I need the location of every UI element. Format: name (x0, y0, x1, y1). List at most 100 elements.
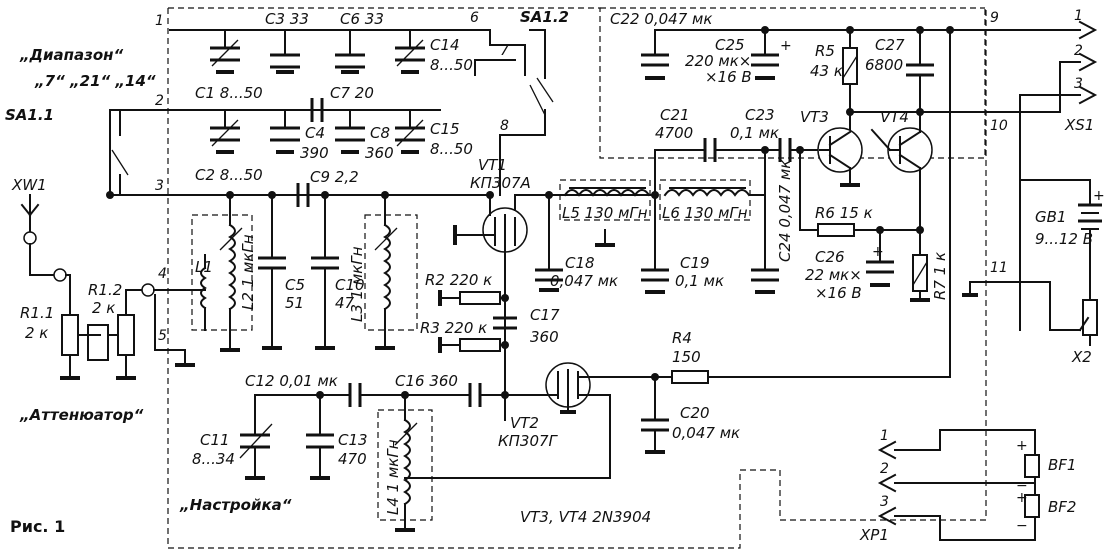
label-c3: C3 33 (265, 10, 309, 28)
label-c26b: 22 мк× (805, 266, 862, 284)
label-c25c: ×16 В (705, 68, 752, 86)
bf1-minus: − (1016, 478, 1028, 494)
label-c25b: 220 мк× (685, 52, 751, 70)
label-r1-1a: R1.1 (20, 304, 54, 322)
label-c6: C6 33 (340, 10, 384, 28)
label-r1-1b: 2 к (25, 324, 48, 342)
label-c25a: C25 (715, 36, 745, 54)
xp1-pin-1: 1 (880, 428, 889, 444)
label-c20b: 0,047 мк (672, 424, 740, 442)
label-c2: C2 8...50 (195, 166, 263, 184)
xs1-pin-3: 3 (1074, 76, 1083, 92)
label-c4b: 390 (300, 144, 329, 162)
bf2-minus: − (1016, 518, 1028, 534)
label-c7: C7 20 (330, 84, 374, 102)
label-c17a: C17 (530, 306, 560, 324)
label-xw1: XW1 (11, 176, 47, 194)
label-c15b: 8...50 (430, 140, 473, 158)
xp1-pin-3: 3 (880, 494, 889, 510)
label-c27b: 6800 (865, 56, 903, 74)
node-8: 8 (500, 118, 509, 134)
label-c21a: C21 (660, 106, 690, 124)
board-outline (167, 7, 987, 549)
label-c11a: C11 (200, 431, 230, 449)
label-vt4: VT4 (880, 108, 909, 126)
vt1-stage (453, 138, 821, 421)
label-c26a: C26 (815, 248, 845, 266)
label-c18a: C18 (565, 254, 595, 272)
audio-amplifier (641, 26, 1061, 378)
label-l2: L2 1 мкГн (239, 234, 257, 310)
transistor-note: VT3, VT4 2N3904 (520, 508, 651, 526)
label-gb1a: GB1 (1035, 208, 1066, 226)
label-r2: R2 220 к (425, 271, 492, 289)
label-c14b: 8...50 (430, 56, 473, 74)
bias-network (438, 290, 517, 353)
attenuator-label: „Аттенюатор“ (19, 406, 144, 424)
label-r1-2b: 2 к (92, 299, 115, 317)
label-xp1: XP1 (859, 526, 889, 544)
label-l1: L1 (195, 258, 213, 276)
label-c10a: C10 (335, 276, 365, 294)
label-c10b: 47 (335, 294, 355, 312)
label-vt1b: КП307А (470, 174, 531, 192)
node-3: 3 (155, 178, 164, 194)
label-r4b: 150 (672, 348, 701, 366)
label-sa1-2: SA1.2 (520, 8, 569, 26)
label-c25-plus: + (780, 38, 792, 54)
label-xs1: XS1 (1064, 116, 1094, 134)
label-l4: L4 1 мкГн (384, 439, 402, 515)
band-switch-label: „Диапазон“ (19, 46, 124, 64)
node-11: 11 (990, 260, 1008, 276)
node-6: 6 (470, 10, 479, 26)
node-5: 5 (158, 328, 167, 344)
label-l6: L6 130 мГн (662, 204, 748, 222)
input-filter (191, 183, 494, 352)
label-vt3: VT3 (800, 108, 829, 126)
label-bf1: BF1 (1048, 456, 1076, 474)
label-c5b: 51 (285, 294, 304, 312)
label-r5a: R5 (815, 42, 835, 60)
label-bf2: BF2 (1048, 498, 1076, 516)
label-gb1-plus: + (1093, 188, 1105, 204)
oscillator (239, 362, 951, 532)
label-c24: C24 0,047 мк (776, 160, 794, 262)
label-c14a: C14 (430, 36, 460, 54)
label-l5: L5 130 мГн (562, 204, 648, 222)
label-r5b: 43 к (810, 62, 843, 80)
power-and-output (962, 20, 1102, 346)
label-c17b: 360 (530, 328, 559, 346)
label-c22: C22 0,047 мк (610, 10, 712, 28)
tuning-label: „Настройка“ (179, 496, 292, 514)
label-c8b: 360 (365, 144, 394, 162)
bf2-plus: + (1016, 490, 1028, 506)
node-2: 2 (155, 93, 164, 109)
label-c19b: 0,1 мк (675, 272, 724, 290)
band-values-label: „7“ „21“ „14“ (34, 72, 156, 90)
node-4: 4 (158, 266, 167, 282)
label-c8a: C8 (370, 124, 390, 142)
label-c18b: 0,047 мк (550, 272, 618, 290)
label-c5a: C5 (285, 276, 305, 294)
node-7: 7 (500, 43, 509, 59)
xs1-pin-2: 2 (1074, 43, 1083, 59)
label-c13a: C13 (338, 431, 368, 449)
label-vt2b: КП307Г (498, 432, 559, 450)
label-r6: R6 15 к (815, 204, 873, 222)
label-c9: C9 2,2 (310, 168, 359, 186)
label-c13b: 470 (338, 450, 367, 468)
label-l3: L3 1 мкГн (348, 246, 366, 322)
label-c15a: C15 (430, 120, 460, 138)
label-c4a: C4 (305, 124, 325, 142)
label-vt2a: VT2 (510, 414, 539, 432)
label-r1-2a: R1.2 (88, 281, 122, 299)
bf1-plus: + (1016, 438, 1028, 454)
headphones (877, 429, 1040, 541)
node-10: 10 (990, 118, 1008, 134)
label-c12: C12 0,01 мк (245, 372, 338, 390)
label-r7: R7 1 к (931, 252, 949, 300)
xs1-pin-1: 1 (1074, 8, 1083, 24)
label-r4a: R4 (672, 329, 692, 347)
band-switch-bus (106, 29, 554, 199)
